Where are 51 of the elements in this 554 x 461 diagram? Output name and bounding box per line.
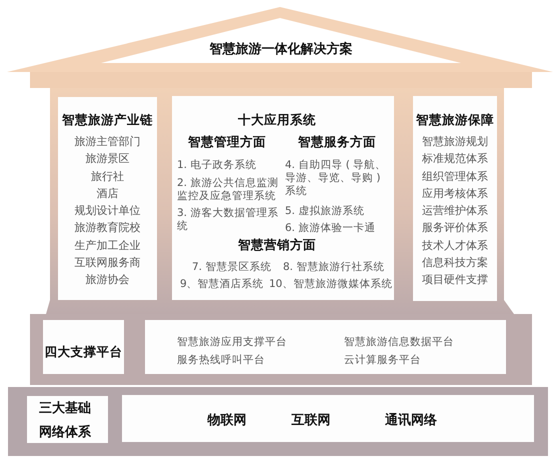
list-item: 技术人才体系 [422,238,488,252]
tier-label-box [43,320,124,374]
system-item: 8. 智慧旅游行社系统 [283,260,384,274]
tier-label: 四大支撑平台 [44,344,122,360]
list-item: 组织管理体系 [422,170,488,184]
panel-heading: 智慧旅游产业链 [62,112,153,128]
platform-name: 智慧旅游应用支撑平台 [177,336,287,348]
list-item: 运营维护体系 [422,204,488,218]
system-item: 4. 自助四导 ( 导航、导游、导览、导购 ) 系统 [285,159,388,198]
diagram-title: 智慧旅游一体化解决方案 [210,42,352,58]
system-item: 10、智慧旅游微媒体系统 [269,278,392,290]
list-item: 旅游教育院校 [74,221,140,236]
list-item: 应用考核体系 [422,186,488,201]
list-item: 互联网服务商 [74,256,140,270]
network-name: 通讯网络 [385,413,437,429]
tier-label-box [27,396,108,443]
system-item: 6. 旅游体验一卡通 [285,222,376,235]
column-panel [413,96,497,301]
platform-name: 服务热线呼叫平台 [177,354,265,366]
network-name: 物联网 [208,413,246,429]
list-item: 旅游协会 [86,273,130,287]
system-item: 2. 旅游公共信息监测监控及应急管理系统 [177,177,280,203]
section-heading: 智慧服务方面 [298,134,376,150]
tier-content-box [122,395,534,442]
list-item: 规划设计单位 [74,204,140,218]
list-item: 旅游景区 [86,152,130,166]
system-item: 5. 虚拟旅游系统 [285,205,364,218]
panel-heading: 十大应用系统 [238,112,316,128]
tier-content-box [145,320,506,374]
platform-name: 智慧旅游信息数据平台 [344,336,454,348]
list-item: 信息科技方案 [422,256,488,270]
list-item: 项目硬件支撑 [422,273,488,287]
system-item: 3. 游客大数据管理系统 [177,207,280,233]
section-heading: 智慧管理方面 [188,134,266,150]
system-item: 9、智慧酒店系统 [180,278,264,290]
column-panel [58,97,157,300]
system-item: 7. 智慧景区系统 [192,260,272,274]
list-item: 旅游主管部门 [74,135,140,149]
column-panel [172,96,394,300]
tier-label: 三大基础网络体系 [39,400,92,442]
list-item: 旅行社 [91,170,124,184]
list-item: 服务评价体系 [422,221,488,236]
platform-name: 云计算服务平台 [344,354,421,366]
section-heading: 智慧营销方面 [238,237,316,253]
system-item: 1. 电子政务系统 [177,159,256,172]
network-name: 互联网 [292,413,330,429]
list-item: 智慧旅游规划 [422,135,488,149]
panel-heading: 智慧旅游保障 [416,112,494,128]
list-item: 酒店 [96,186,118,201]
list-item: 标准规范体系 [422,152,488,166]
list-item: 生产加工企业 [74,238,140,252]
